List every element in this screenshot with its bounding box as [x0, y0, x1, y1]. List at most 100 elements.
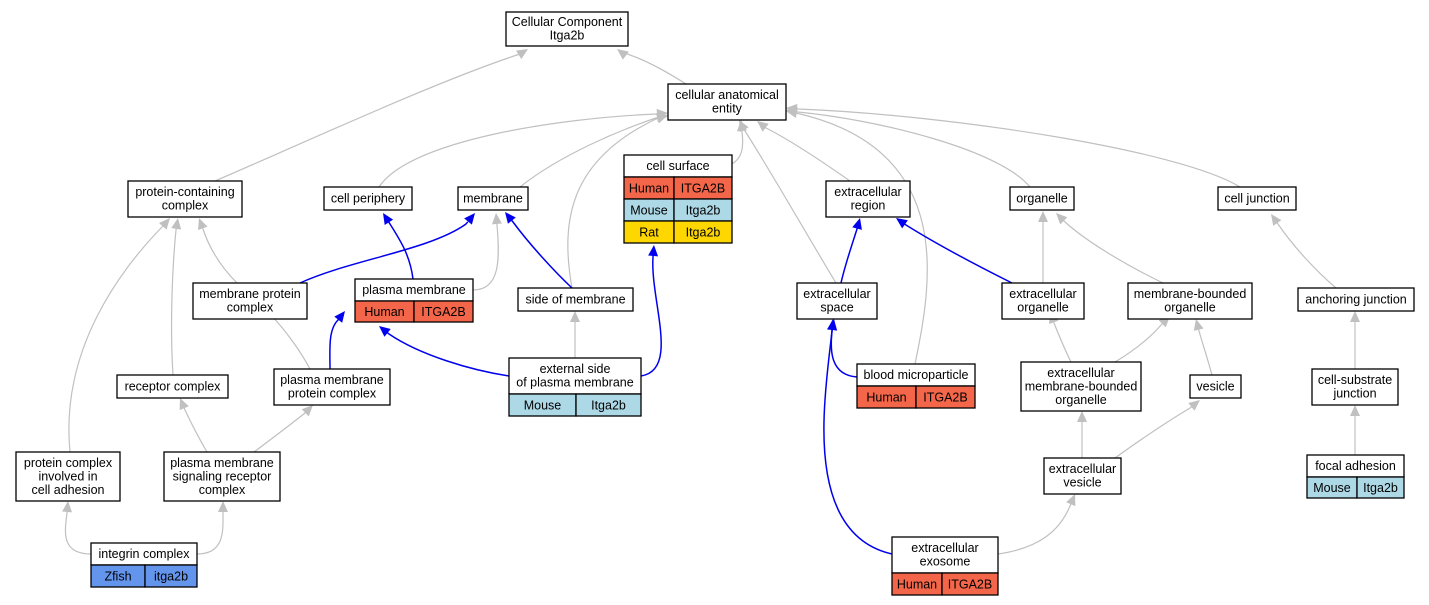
edge-ecorg-to-ecregion: [903, 222, 1013, 284]
node-label-line: receptor complex: [125, 379, 222, 393]
node-box: [891, 536, 999, 574]
node-label-line: side of membrane: [525, 292, 625, 306]
species-label: Mouse: [630, 204, 668, 218]
node-label-line: complex: [162, 199, 209, 213]
node-box: [1043, 457, 1122, 495]
edge-mbo-to-organelle: [1062, 219, 1164, 284]
node-box: [116, 374, 229, 399]
gene-label: ITGA2B: [421, 305, 465, 319]
node-vesicle[interactable]: vesicle: [1189, 374, 1242, 399]
node-label-line: signaling receptor: [173, 469, 272, 483]
edge-espm-to-pm: [386, 331, 510, 377]
node-label-line: entity: [712, 102, 743, 116]
node-label-line: extracellular: [803, 287, 870, 301]
node-label-line: plasma membrane: [280, 373, 384, 387]
edge-ecexo-to-ecves: [997, 503, 1072, 555]
node-box: [1127, 282, 1253, 320]
edge-pmpc-to-pm: [329, 317, 340, 370]
node-box: [323, 186, 413, 211]
node-recc[interactable]: receptor complex: [116, 374, 229, 399]
gene-cell: [915, 385, 976, 409]
arrowhead-ecexo-to-ecspace: [827, 319, 838, 331]
node-label-line: complex: [199, 483, 246, 497]
arrowhead-som-to-membrane: [505, 212, 516, 224]
arrowhead-focadh-to-csj: [1350, 405, 1360, 416]
edge-som-to-cae: [567, 117, 659, 289]
node-box: [192, 282, 308, 320]
arrowhead-mpc-to-pcc: [198, 218, 208, 231]
arrowhead-pcc-to-root: [516, 49, 528, 60]
node-box: [508, 357, 642, 395]
node-box: [505, 11, 629, 47]
node-cellper[interactable]: cell periphery: [323, 186, 413, 211]
node-box: [796, 282, 878, 320]
gene-label: Itga2b: [686, 226, 721, 240]
edge-pmsrc-to-recc: [183, 407, 208, 453]
edge-organelle-to-cae: [795, 111, 1031, 188]
node-label-line: anchoring junction: [1305, 292, 1407, 306]
gene-label: Itga2b: [591, 399, 626, 413]
species-label: Rat: [639, 226, 659, 240]
node-label-line: cell periphery: [331, 191, 406, 205]
arrowhead-ecves-to-ecmbo: [1077, 411, 1087, 422]
arrowhead-pmsrc-to-pmpc: [301, 405, 313, 417]
edge-bloodmp-to-cae: [793, 112, 928, 365]
edge-espm-to-cellsurf: [640, 254, 662, 377]
node-anchjunc[interactable]: anchoring junction: [1297, 287, 1415, 312]
node-label-line: of plasma membrane: [516, 376, 633, 390]
species-label: Human: [866, 391, 906, 405]
node-membrane[interactable]: membrane: [457, 186, 529, 211]
edge-pm-to-cellper: [387, 221, 414, 280]
edge-pcica-to-pcc: [68, 224, 165, 453]
species-label: Mouse: [1313, 481, 1351, 495]
node-label-line: membrane: [463, 191, 523, 205]
edge-pm-to-membrane: [472, 222, 499, 291]
node-label-line: cell surface: [646, 159, 709, 173]
node-box: [1001, 282, 1085, 320]
node-label-line: protein complex: [288, 387, 377, 401]
arrowhead-espm-to-som: [570, 311, 580, 322]
node-box: [273, 368, 391, 406]
node-label-line: focal adhesion: [1315, 459, 1396, 473]
node-celljunc[interactable]: cell junction: [1217, 186, 1297, 211]
edge-integrin-to-pmsrc: [196, 510, 224, 555]
node-organelle[interactable]: organelle: [1009, 186, 1075, 211]
node-label-line: organelle: [1164, 301, 1215, 315]
species-label: Human: [364, 305, 404, 319]
arrowhead-pm-to-cellper: [383, 213, 394, 225]
edge-ecves-to-vesicle: [1114, 405, 1193, 459]
node-label-line: exosome: [920, 555, 971, 569]
node-label-line: involved in: [38, 469, 97, 483]
node-label-line: protein complex: [24, 456, 113, 470]
edge-pcc-to-root: [214, 52, 522, 182]
node-som[interactable]: side of membrane: [517, 287, 634, 312]
arrowhead-recc-to-pcc: [171, 218, 182, 230]
edge-pmpc-to-mpc: [269, 312, 311, 370]
gene-cell: [575, 393, 642, 417]
arrowhead-anchjunc-to-celljunc: [1271, 214, 1282, 226]
node-box: [517, 287, 634, 312]
